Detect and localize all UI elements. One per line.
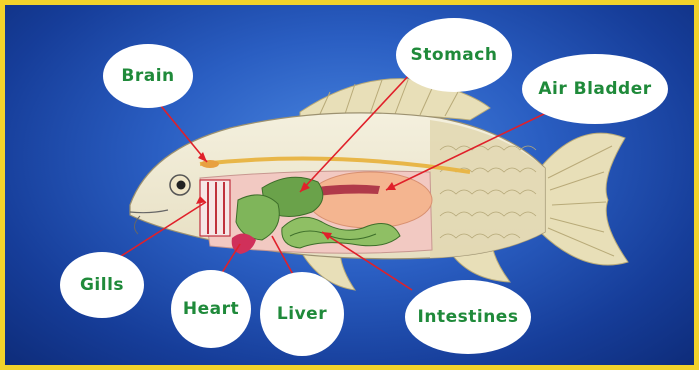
gills-organ	[200, 180, 230, 236]
air-bladder-label: Air Bladder	[522, 54, 668, 124]
stomach-label: Stomach	[396, 18, 512, 92]
air-bladder-organ	[308, 172, 432, 228]
heart-label: Heart	[171, 270, 251, 348]
gills-label: Gills	[60, 252, 144, 318]
intestines-label: Intestines	[405, 280, 531, 354]
tail-fin	[540, 133, 628, 265]
fish-pupil	[177, 181, 186, 190]
liver-label: Liver	[260, 272, 344, 356]
brain-label: Brain	[103, 44, 193, 108]
brain-organ	[201, 160, 219, 168]
